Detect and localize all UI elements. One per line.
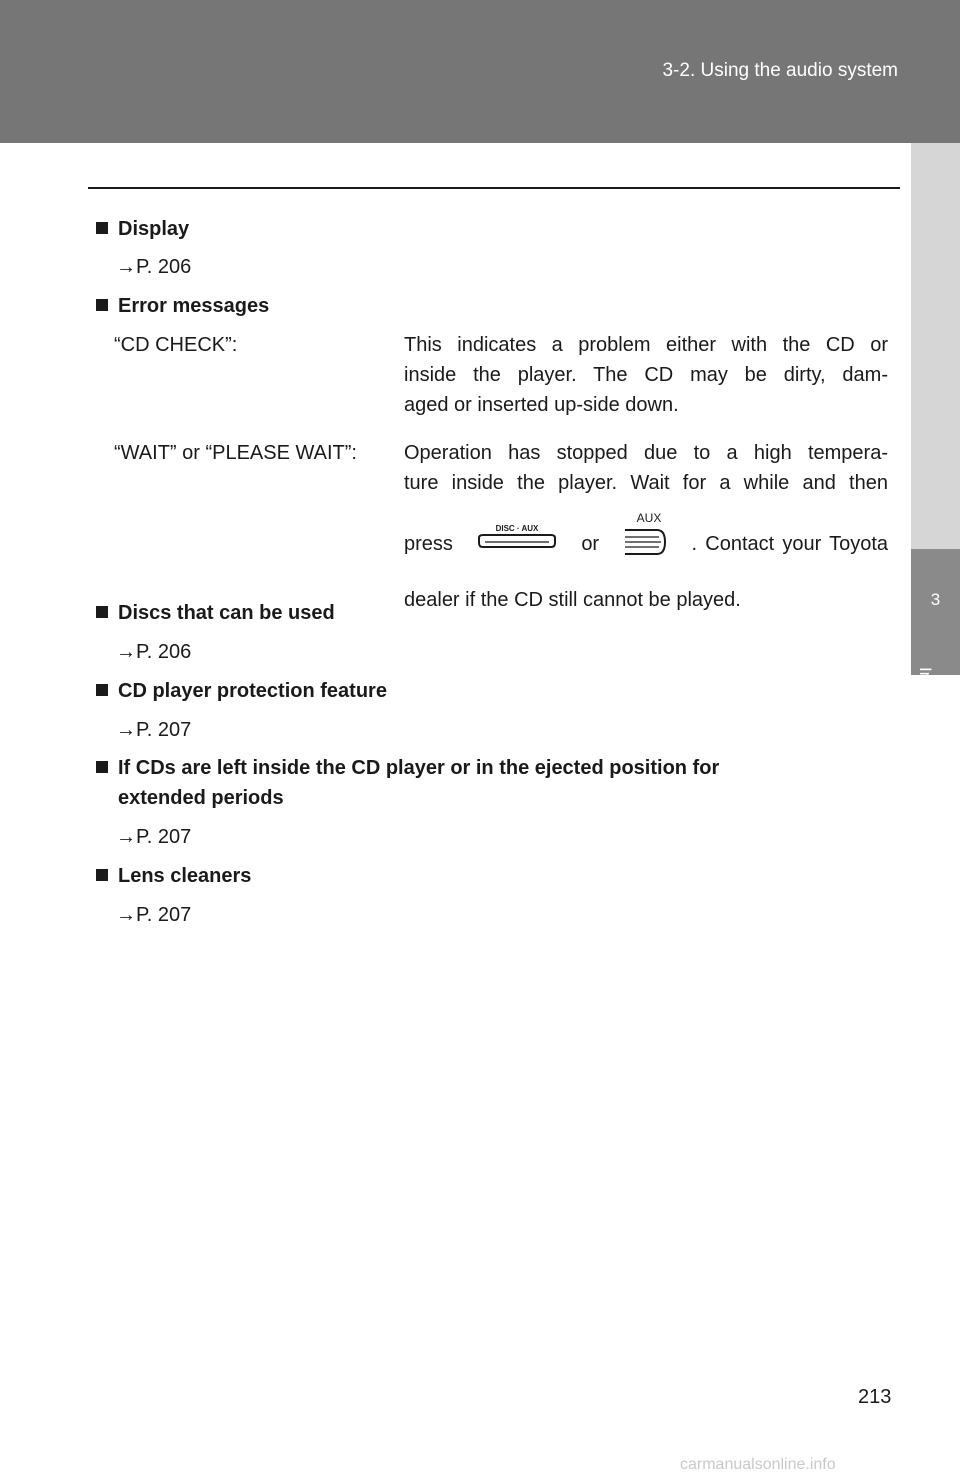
bullet-square-icon <box>96 222 108 234</box>
heading-protection: CD player protection feature <box>96 676 387 706</box>
ref-left-inside: →P. 207 <box>116 826 192 848</box>
bullet-square-icon <box>96 606 108 618</box>
label-wait: “WAIT” or “PLEASE WAIT”: <box>114 442 357 464</box>
chapter-label: Interior features <box>916 667 935 787</box>
bullet-square-icon <box>96 684 108 696</box>
page-header: 3-2. Using the audio system <box>0 0 960 143</box>
watermark: carmanualsonline.info <box>680 1456 836 1473</box>
bullet-square-icon <box>96 761 108 773</box>
heading-discs: Discs that can be used <box>96 598 335 628</box>
chapter-side-tab <box>911 143 960 1484</box>
heading-error-messages: Error messages <box>96 291 269 321</box>
heading-left-inside: If CDs are left inside the CD player or … <box>96 753 886 813</box>
desc-wait: Operation has stopped due to a high temp… <box>404 442 889 611</box>
disc-aux-button-icon: DISC · AUX <box>475 520 559 570</box>
chapter-number: 3 <box>930 590 941 609</box>
ref-lens: →P. 207 <box>116 904 192 926</box>
press-line: press DISC · AUX or AUX . Contact your <box>404 510 888 579</box>
aux-button-icon: AUX <box>621 510 669 579</box>
section-title: 3-2. Using the audio system <box>662 60 898 81</box>
aux-button-text: AUX <box>637 511 662 525</box>
ref-display: →P. 206 <box>116 256 192 278</box>
desc-cd-check: This indicates a problem either with the… <box>404 334 888 416</box>
bullet-square-icon <box>96 299 108 311</box>
ref-discs: →P. 206 <box>116 641 192 663</box>
disc-button-text: DISC · AUX <box>496 524 539 533</box>
header-divider <box>88 187 900 189</box>
heading-lens-cleaners: Lens cleaners <box>96 861 251 891</box>
ref-protection: →P. 207 <box>116 719 192 741</box>
bullet-square-icon <box>96 869 108 881</box>
label-cd-check: “CD CHECK”: <box>114 334 238 356</box>
heading-display: Display <box>96 214 189 244</box>
page-number: 213 <box>858 1386 892 1408</box>
